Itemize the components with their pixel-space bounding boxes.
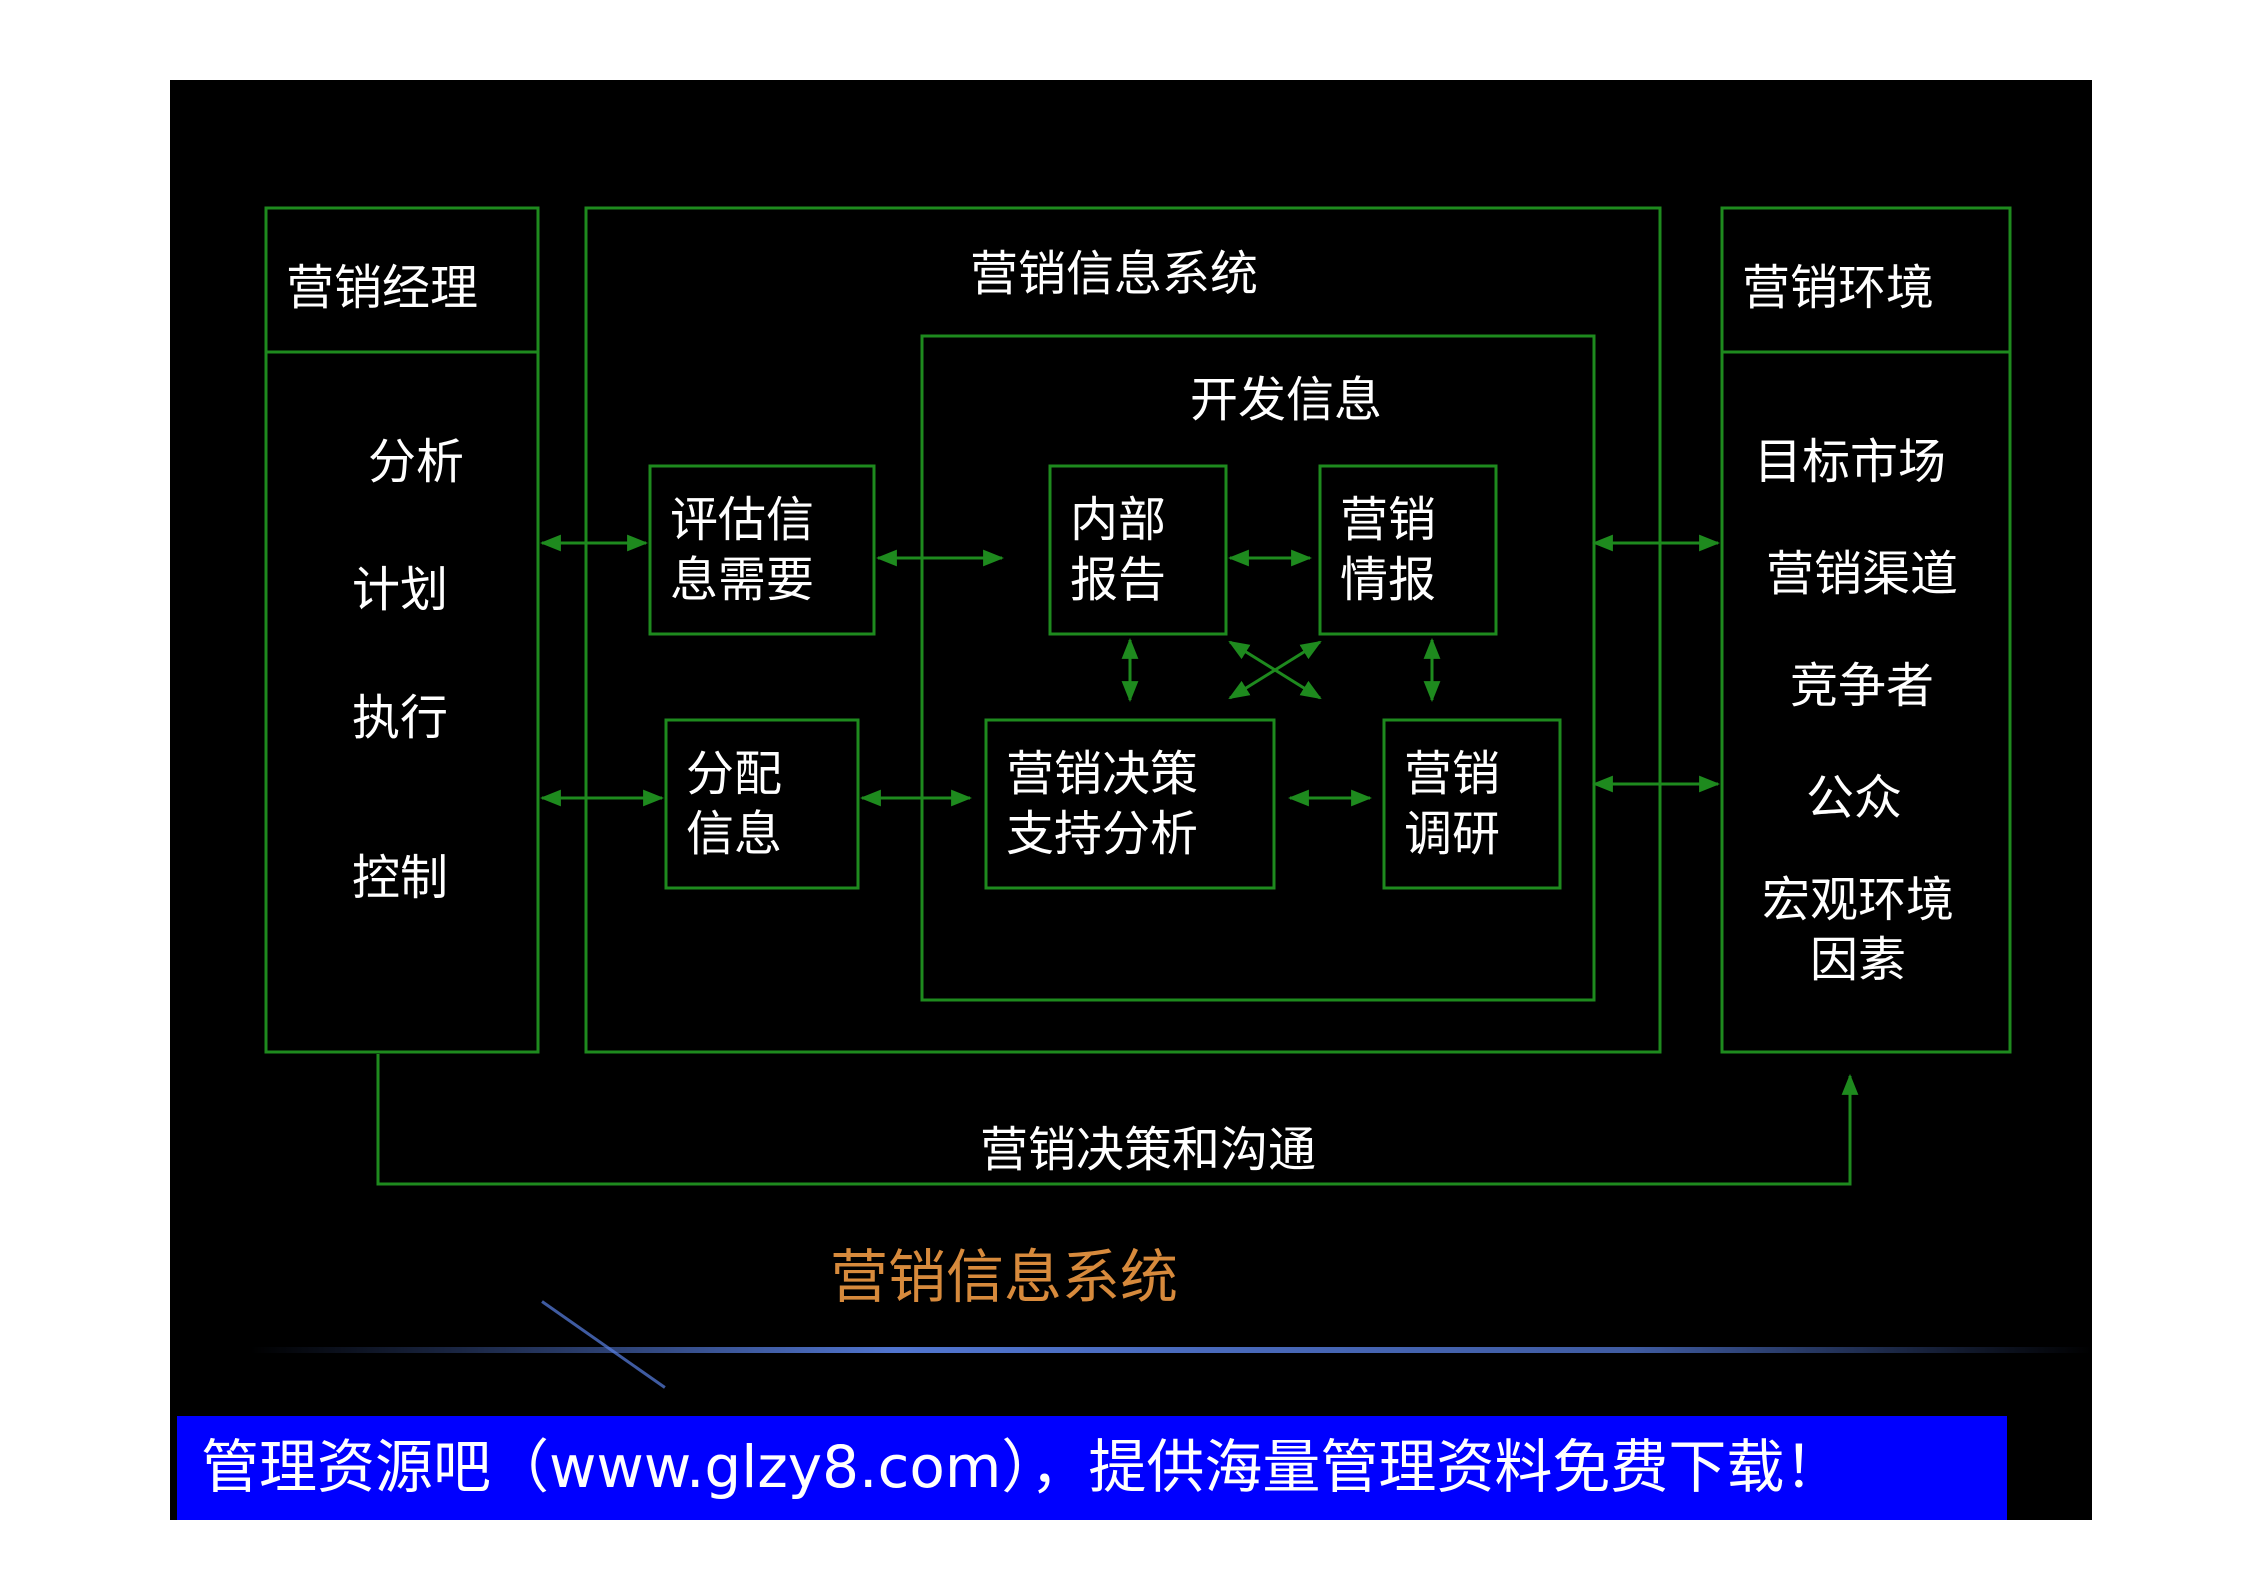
intelligence-frame: [1318, 464, 1498, 636]
decision-support-text: 营销决策 支持分析: [1006, 746, 1199, 862]
left-item-plan: 计划: [352, 562, 449, 618]
right-item-public: 公众: [1806, 770, 1903, 826]
right-item-macro: 宏观环境 因素: [1762, 872, 1955, 988]
center-system-title: 营销信息系统: [970, 246, 1259, 302]
banner: 管理资源吧（www.glzy8.com），提供海量管理资料免费下载！: [177, 1416, 2007, 1520]
bottom-flow-line: [376, 1054, 1859, 1186]
diagram-lines: [264, 206, 2012, 1186]
decorative-glow-line: [250, 1347, 2092, 1353]
bottom-flow-label: 营销决策和沟通: [980, 1122, 1317, 1178]
research-frame: [1382, 718, 1562, 890]
center-system-frame: [584, 206, 1662, 1054]
assess-box-text: 评估信 息需要: [670, 492, 815, 608]
research-text: 营销 调研: [1404, 746, 1501, 862]
left-item-control: 控制: [352, 850, 449, 906]
right-item-target-market: 目标市场: [1754, 434, 1947, 490]
left-item-execute: 执行: [352, 690, 449, 746]
develop-title: 开发信息: [1190, 372, 1383, 428]
decision-support-frame: [984, 718, 1276, 890]
caption: 营销信息系统: [830, 1243, 1179, 1311]
right-item-channels: 营销渠道: [1766, 546, 1959, 602]
right-column-frame: [1720, 206, 2012, 1054]
banner-text: 管理资源吧（www.glzy8.com），提供海量管理资料免费下载！: [201, 1433, 1843, 1501]
internal-reports-frame: [1048, 464, 1228, 636]
slide: 营销经理 分析 计划 执行 控制 营销信息系统 评估信 息需要 分配 信息 开发…: [170, 80, 2092, 1520]
right-item-competitors: 竞争者: [1790, 658, 1935, 714]
left-item-analyze: 分析: [368, 434, 465, 490]
internal-reports-text: 内部 报告: [1070, 492, 1167, 608]
assess-box-frame: [648, 464, 876, 636]
develop-frame: [920, 334, 1596, 1002]
intelligence-text: 营销 情报: [1340, 492, 1437, 608]
left-column-title: 营销经理: [286, 260, 479, 316]
arrow-cross-2: [1228, 640, 1322, 700]
distribute-box-frame: [664, 718, 860, 890]
distribute-box-text: 分配 信息: [686, 746, 783, 862]
right-column-title: 营销环境: [1742, 260, 1935, 316]
left-column-frame: [264, 206, 540, 1054]
